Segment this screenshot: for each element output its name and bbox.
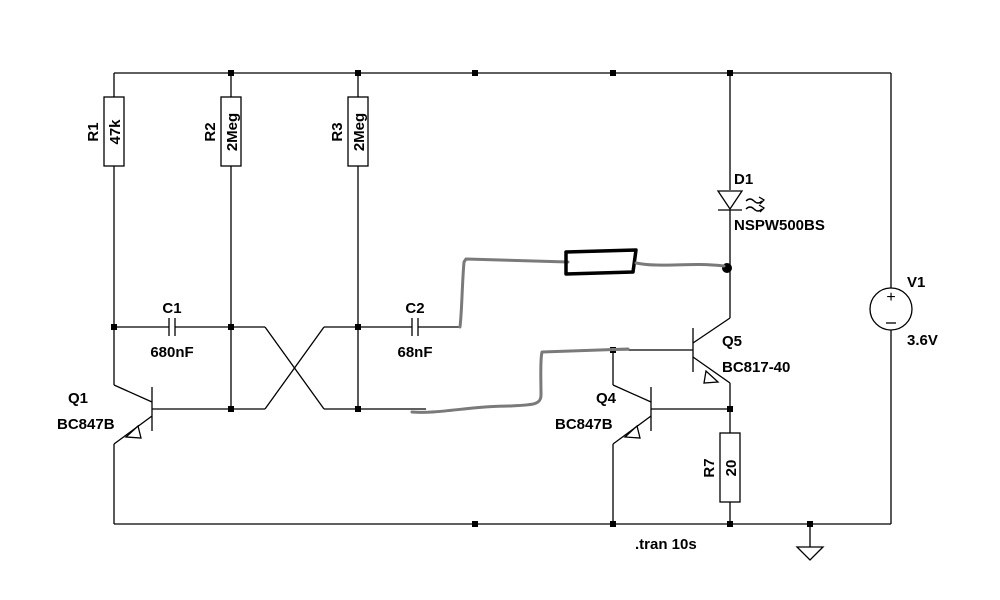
r1-name: R1 <box>85 122 102 141</box>
q4-value: BC847B <box>555 416 613 433</box>
c2-name: C2 <box>405 300 424 317</box>
r7-value: 20 <box>723 460 740 477</box>
ground-icon <box>795 524 825 561</box>
led-d1[interactable]: D1 NSPW500BS <box>716 73 825 268</box>
resistor-r2[interactable]: R2 2Meg <box>202 73 242 409</box>
hand-drawn-additions <box>410 248 726 414</box>
q4-emitter-arrow-icon <box>623 424 641 439</box>
plus-icon: + <box>886 289 895 306</box>
r2-name: R2 <box>202 122 219 141</box>
resistor-r1[interactable]: R1 47k <box>85 73 125 326</box>
transistor-q4[interactable]: Q4 BC847B <box>555 350 730 524</box>
q1-value: BC847B <box>57 416 115 433</box>
q5-value: BC817-40 <box>722 359 790 376</box>
capacitor-c2[interactable]: C2 68nF <box>324 300 459 361</box>
r7-name: R7 <box>701 458 718 477</box>
voltage-source-v1[interactable]: + V1 3.6V <box>869 73 938 524</box>
q5-emitter-arrow-icon <box>703 369 720 384</box>
d1-name: D1 <box>734 171 753 188</box>
q4-name: Q4 <box>596 390 617 407</box>
c1-name: C1 <box>162 300 181 317</box>
transistor-q5[interactable]: Q5 BC817-40 <box>613 268 790 409</box>
r3-name: R3 <box>329 122 346 141</box>
transistor-q1[interactable]: Q1 BC847B <box>57 326 153 524</box>
cross-wires <box>152 326 426 410</box>
v1-name: V1 <box>907 274 925 291</box>
r2-value: 2Meg <box>224 113 241 151</box>
r1-value: 47k <box>107 119 124 145</box>
light-emission-icon <box>745 196 766 213</box>
c1-value: 680nF <box>150 344 193 361</box>
spice-directive: .tran 10s <box>635 536 697 553</box>
v1-value: 3.6V <box>907 332 938 349</box>
q1-emitter-arrow-icon <box>124 424 142 439</box>
capacitor-c1[interactable]: C1 680nF <box>114 300 265 361</box>
resistor-r3[interactable]: R3 2Meg <box>329 73 369 409</box>
q1-name: Q1 <box>68 390 88 407</box>
d1-value: NSPW500BS <box>734 217 825 234</box>
resistor-r7[interactable]: R7 20 <box>701 409 741 524</box>
c2-value: 68nF <box>397 344 432 361</box>
q5-name: Q5 <box>722 333 742 350</box>
r3-value: 2Meg <box>351 113 368 151</box>
